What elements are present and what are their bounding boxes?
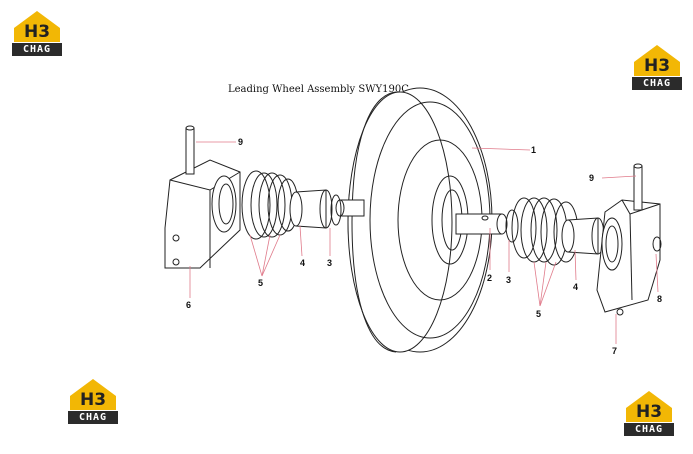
brand-logo-top-right: H3 CHAG [628, 42, 686, 92]
logo-mark: H3 [635, 402, 663, 422]
logo-mark: H3 [23, 22, 51, 42]
left-bearing-bracket [164, 125, 241, 269]
left-o-ring [330, 194, 342, 226]
logo-word: CHAG [22, 44, 52, 55]
left-seal-rings [241, 170, 299, 240]
brand-logo-bottom-left: H3 CHAG [64, 376, 122, 426]
callout-5-right: 5 [536, 309, 542, 319]
logo-word: CHAG [642, 78, 672, 89]
callout-7: 7 [612, 346, 618, 356]
callout-3-left: 3 [327, 258, 333, 268]
brand-logo-bottom-right: H3 CHAG [620, 388, 678, 438]
brand-logo-top-left: H3 CHAG [8, 8, 66, 58]
callout-9-right: 9 [589, 173, 595, 183]
callout-1: 1 [531, 145, 537, 155]
right-bearing-bracket [596, 163, 662, 316]
left-bushing [289, 189, 333, 229]
logo-house-icon [68, 379, 118, 424]
leader-lines [189, 141, 659, 344]
idler-wheel [347, 87, 493, 353]
logo-house-icon [12, 11, 62, 56]
logo-word: CHAG [634, 424, 664, 435]
diagram-title: Leading Wheel Assembly SWY190C [228, 84, 409, 95]
callout-9-left: 9 [238, 137, 244, 147]
logo-word: CHAG [78, 412, 108, 423]
callout-4-left: 4 [300, 258, 306, 268]
callout-5-left: 5 [258, 278, 264, 288]
logo-house-icon [632, 45, 682, 90]
callout-4-right: 4 [573, 282, 579, 292]
callout-2: 2 [487, 273, 493, 283]
callout-8: 8 [657, 294, 663, 304]
callout-3-right: 3 [506, 275, 512, 285]
logo-mark: H3 [79, 390, 107, 410]
right-o-ring [505, 209, 519, 243]
callout-6: 6 [186, 300, 192, 310]
logo-house-icon [624, 391, 674, 436]
logo-mark: H3 [643, 56, 671, 76]
right-bushing [561, 217, 605, 255]
